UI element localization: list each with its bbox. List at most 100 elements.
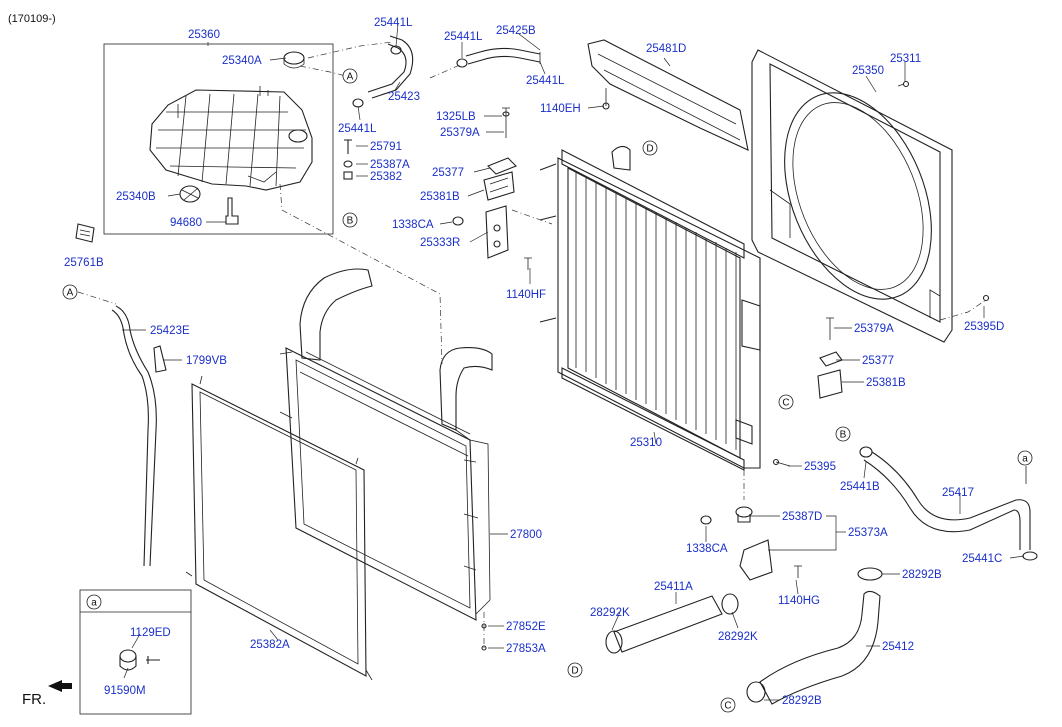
overflow-hose-upper: [299, 35, 541, 108]
callout-A-upper: [342, 68, 358, 84]
label-28292B-2: 28292B: [782, 695, 822, 707]
label-25360: 25360: [188, 29, 220, 41]
label-27800: 27800: [510, 529, 542, 541]
svg-text:a: a: [1022, 454, 1028, 465]
intercooler-fasteners: [481, 612, 487, 651]
label-1799VB: 1799VB: [186, 355, 227, 367]
leader-lines: [122, 23, 1025, 701]
callout-a-detail-text: a: [91, 598, 97, 609]
label-25441C: 25441C: [962, 553, 1002, 565]
callout-D-lower: [567, 662, 583, 678]
label-25387A: 25387A: [370, 159, 410, 171]
svg-text:A: A: [67, 288, 74, 299]
svg-text:B: B: [347, 216, 354, 227]
svg-text:D: D: [571, 666, 578, 677]
callout-C-lower: [720, 697, 736, 713]
label-91590M: 91590M: [104, 685, 146, 697]
label-1140HF: 1140HF: [506, 289, 546, 301]
label-94680: 94680: [170, 217, 202, 229]
condenser: [185, 375, 373, 681]
label-25377-1: 25377: [432, 167, 464, 179]
overflow-hose-lower: [77, 291, 167, 567]
label-25411A: 25411A: [654, 581, 693, 593]
label-25412: 25412: [882, 641, 914, 653]
label-25441L-1: 25441L: [374, 17, 413, 29]
reference-callouts: A B A D C B a D C: [62, 68, 1033, 713]
radiator-mount-upper: [452, 107, 553, 270]
label-1140HG: 1140HG: [778, 595, 820, 607]
diagram-code: (170109-): [8, 13, 56, 25]
reservoir-tank: [149, 89, 313, 191]
front-indicator-text: FR.: [22, 691, 46, 708]
label-28292K-2: 28292K: [718, 631, 758, 643]
label-1140EH: 1140EH: [540, 103, 581, 115]
reservoir-filler-neck: [288, 129, 308, 143]
svg-text:C: C: [782, 398, 789, 409]
label-25311: 25311: [890, 53, 921, 65]
label-25382A: 25382A: [250, 639, 290, 651]
reservoir-group: [103, 43, 443, 365]
part-labels: 25360 25340A 25441L 25441L 25425B 25441L…: [64, 17, 1004, 707]
label-1338CA-2: 1338CA: [686, 543, 728, 555]
callout-a-hose: [1017, 450, 1033, 466]
label-25381B-1: 25381B: [420, 191, 460, 203]
callout-D-upper: [642, 140, 658, 156]
svg-text:A: A: [347, 72, 354, 83]
lower-hoses: [605, 567, 883, 705]
label-25441L-3: 25441L: [526, 75, 565, 87]
detail-box-a: a: [79, 589, 192, 715]
label-25377-2: 25377: [862, 355, 894, 367]
label-25387D: 25387D: [782, 511, 822, 523]
label-1338CA-1: 1338CA: [392, 219, 434, 231]
label-25379A-1: 25379A: [440, 127, 480, 139]
label-25395D: 25395D: [964, 321, 1004, 333]
label-25340A: 25340A: [222, 55, 262, 67]
label-25417: 25417: [942, 487, 974, 499]
label-25382: 25382: [370, 171, 402, 183]
label-25761B: 25761B: [64, 257, 104, 269]
upper-air-guard: [587, 39, 749, 151]
label-25423: 25423: [388, 91, 420, 103]
reservoir-group-box: [103, 43, 334, 235]
label-25381B-2: 25381B: [866, 377, 906, 389]
label-25373A: 25373A: [848, 527, 888, 539]
svg-text:B: B: [840, 430, 847, 441]
label-25333R: 25333R: [420, 237, 460, 249]
svg-text:C: C: [724, 701, 731, 712]
label-1129ED: 1129ED: [130, 627, 171, 639]
label-25340B: 25340B: [116, 191, 156, 203]
label-25791: 25791: [370, 141, 402, 153]
label-25425B: 25425B: [496, 25, 536, 37]
svg-text:D: D: [646, 144, 653, 155]
callout-A-lower: [62, 284, 78, 300]
label-1325LB: 1325LB: [436, 111, 476, 123]
callout-a-detail: [86, 594, 102, 610]
fan-shroud: [751, 49, 990, 343]
label-28292K-1: 28292K: [590, 607, 630, 619]
label-27852E: 27852E: [506, 621, 546, 633]
intercooler: [279, 268, 493, 621]
label-28292B-1: 28292B: [902, 569, 942, 581]
radiator: [539, 145, 761, 500]
front-arrow-icon: [48, 680, 72, 692]
label-25441L-4: 25441L: [338, 123, 377, 135]
label-25350: 25350: [852, 65, 884, 77]
label-25481D: 25481D: [646, 43, 686, 55]
callout-B-upper: [342, 212, 358, 228]
radiator-mount-lower: [817, 317, 843, 399]
label-27853A: 27853A: [506, 643, 546, 655]
level-sensor: [225, 197, 239, 225]
upper-radiator-hose: [859, 446, 1038, 561]
label-25441B: 25441B: [840, 481, 880, 493]
lower-bracket: [700, 458, 802, 581]
label-plate: [75, 223, 95, 243]
reservoir-cap: [283, 51, 305, 65]
callout-C-upper: [778, 394, 794, 410]
label-25310: 25310: [630, 437, 662, 449]
label-25423E: 25423E: [150, 325, 190, 337]
label-25379A-2: 25379A: [854, 323, 894, 335]
label-25441L-2: 25441L: [444, 31, 483, 43]
callout-B-lower: [835, 426, 851, 442]
label-25395: 25395: [804, 461, 836, 473]
